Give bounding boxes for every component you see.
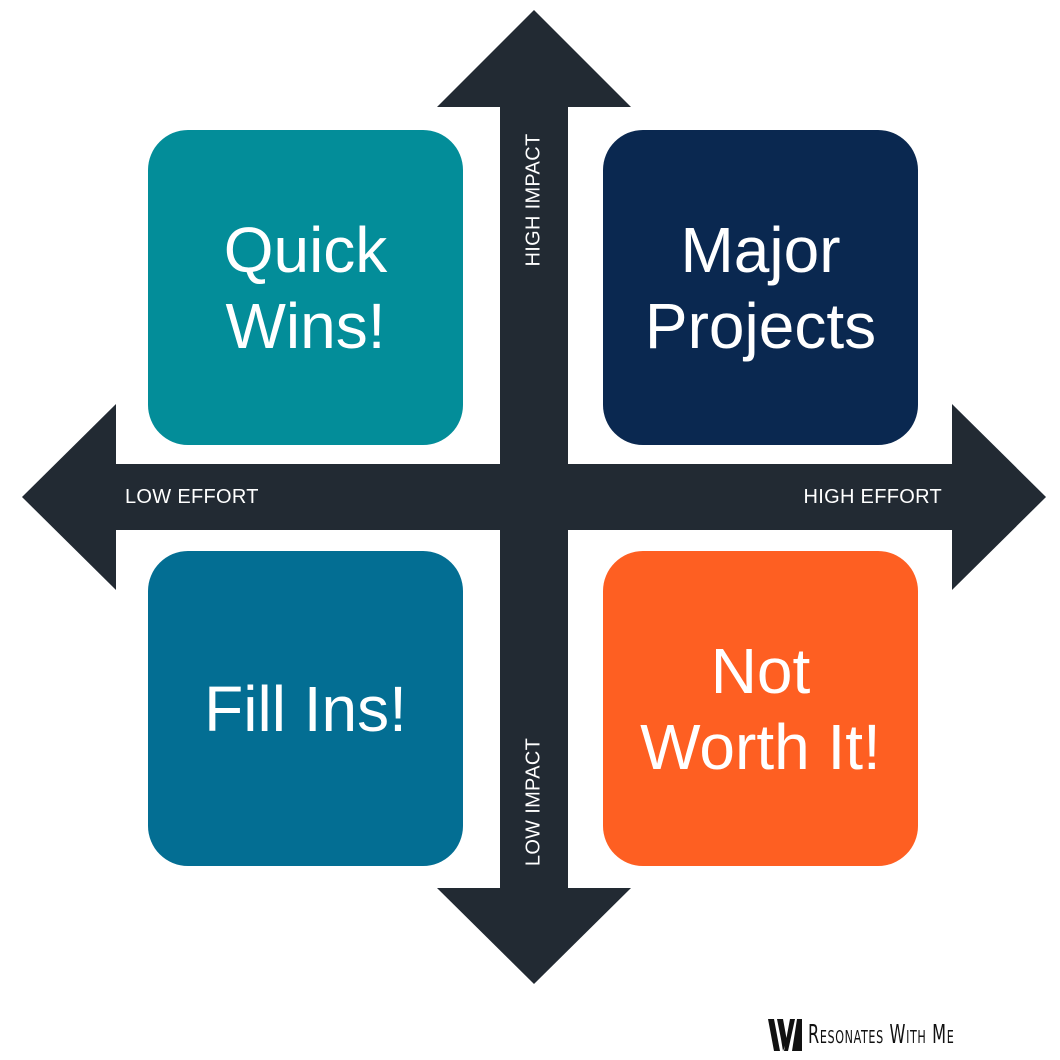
- quadrant-not-worth-it: Not Worth It!: [603, 551, 918, 866]
- down-arrowhead-icon: [437, 888, 631, 984]
- striped-logo-icon: [768, 1019, 802, 1051]
- up-arrowhead-icon: [437, 10, 631, 107]
- brand-logo: Resonates With Me: [768, 1016, 1044, 1054]
- quadrant-fill-ins: Fill Ins!: [148, 551, 463, 866]
- axis-label-low-effort: LOW EFFORT: [125, 486, 259, 508]
- quadrant-major-projects: Major Projects: [603, 130, 918, 445]
- axis-label-low-impact: LOW IMPACT: [522, 737, 545, 867]
- brand-name: Resonates With Me: [808, 1020, 955, 1050]
- quadrant-label: Quick Wins!: [223, 213, 388, 362]
- right-arrowhead-icon: [952, 404, 1046, 590]
- quadrant-quick-wins: Quick Wins!: [148, 130, 463, 445]
- quadrant-label: Not Worth It!: [640, 634, 881, 783]
- quadrant-label: Major Projects: [644, 213, 877, 362]
- axis-label-high-impact: HIGH IMPACT: [522, 133, 545, 267]
- quadrant-label: Fill Ins!: [204, 672, 407, 745]
- vertical-axis-shaft: [500, 100, 568, 894]
- axis-label-high-effort: HIGH EFFORT: [803, 486, 942, 508]
- left-arrowhead-icon: [22, 404, 116, 590]
